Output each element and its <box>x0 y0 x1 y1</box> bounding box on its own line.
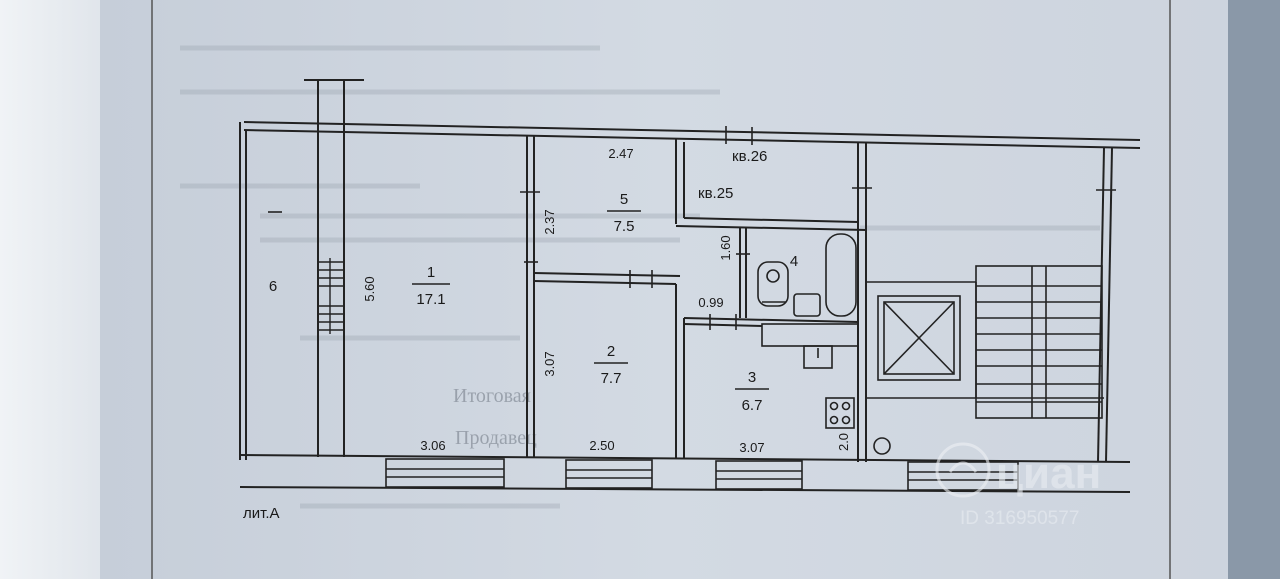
windows <box>385 458 1019 491</box>
room-5-number: 5 <box>620 191 628 208</box>
bg-text-1: Итоговая <box>453 385 531 407</box>
dim-corridor: 0.99 <box>698 295 723 310</box>
window-room3 <box>715 460 803 490</box>
stair-flights <box>975 265 1103 419</box>
cian-watermark: циан ID 316950577 <box>935 442 1101 529</box>
room-3-area: 6.7 <box>742 397 763 414</box>
room-1-number: 1 <box>427 264 435 281</box>
apartment-25-label: кв.25 <box>698 185 733 202</box>
room-4-number: 4 <box>790 253 798 270</box>
window-room1 <box>385 458 505 488</box>
bathroom-fixtures <box>757 233 857 317</box>
room-3-number: 3 <box>748 369 756 386</box>
dim-room5-top: 2.47 <box>608 146 633 161</box>
dim-bottom-room3: 3.07 <box>739 440 764 455</box>
stove-icon <box>825 397 855 429</box>
dim-bottom-room1: 3.06 <box>420 438 445 453</box>
bleed-through-text <box>180 45 1100 509</box>
litera-label: лит.А <box>243 505 280 522</box>
cian-logo-icon <box>935 442 991 498</box>
elevator-shaft <box>877 295 961 381</box>
bathtub-icon <box>825 233 857 317</box>
dim-kitchen-side: 2.0 <box>836 433 851 451</box>
dim-room5-side: 2.37 <box>542 209 557 234</box>
dim-room2-side: 3.07 <box>542 351 557 376</box>
room-1-area: 17.1 <box>416 291 445 308</box>
right-background <box>1228 0 1280 579</box>
walls <box>239 79 1141 493</box>
kitchen-fixtures <box>761 323 859 429</box>
frame-border <box>151 0 1171 579</box>
window-room2 <box>565 459 653 489</box>
dim-bath-side: 1.60 <box>718 235 733 260</box>
dim-bottom-room2: 2.50 <box>589 438 614 453</box>
watermark-id: ID 316950577 <box>960 508 1079 529</box>
balcony-rails <box>318 258 344 334</box>
bg-text-2: Продавец <box>455 427 537 449</box>
apartment-26-label: кв.26 <box>732 148 767 165</box>
watermark-brand: циан <box>996 449 1101 498</box>
sink-icon <box>793 293 821 317</box>
room-5-area: 7.5 <box>614 218 635 235</box>
main-sheet <box>100 0 1230 579</box>
room-2-area: 7.7 <box>601 370 622 387</box>
opening-ticks <box>268 126 1116 330</box>
stairwell <box>866 265 1104 455</box>
left-sheet <box>0 0 112 579</box>
toilet-icon <box>757 261 789 307</box>
pipe-circle-icon <box>873 437 891 455</box>
room-2-number: 2 <box>607 343 615 360</box>
room-6-number: 6 <box>269 278 277 295</box>
dim-room1-width: 5.60 <box>362 276 377 301</box>
